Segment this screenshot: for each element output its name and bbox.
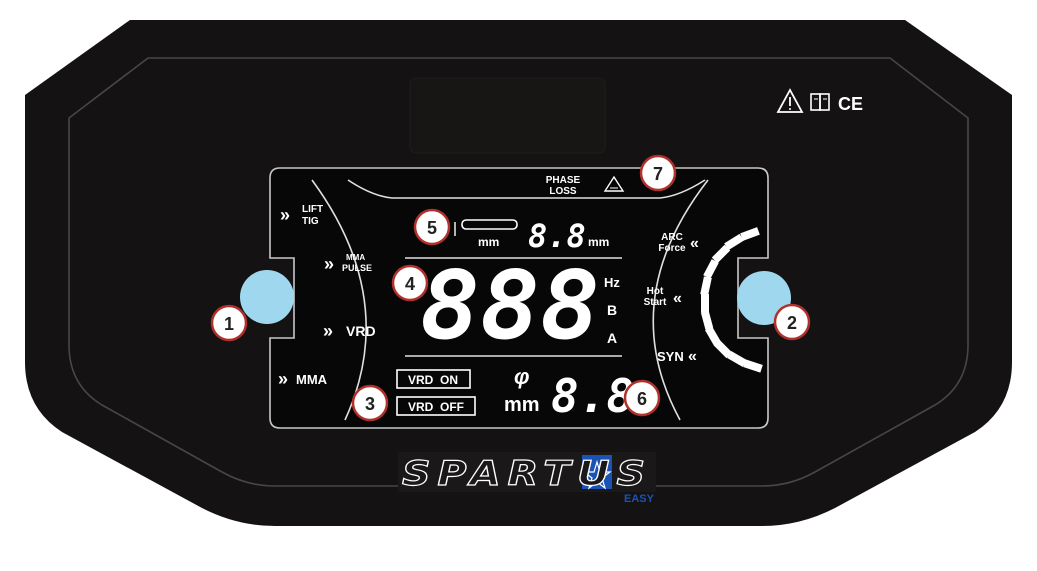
syn-label: SYN [657,349,684,364]
mode-vrd-arrow: » [323,321,333,341]
svg-text:3: 3 [365,394,375,414]
svg-text:6: 6 [637,389,647,409]
svg-text:4: 4 [405,274,415,294]
mode-lift-tig-arrow: » [280,205,290,225]
phase-loss-label-1: PHASE [546,175,581,186]
callout-badge-6: 6 [623,379,661,417]
level-segment-bar [700,227,763,373]
electrode-unit-left: mm [478,235,499,249]
mode-mma-pulse-label-2: PULSE [342,263,372,273]
lcd-left-arc [311,179,367,421]
panel-bevel [68,57,969,487]
manual-book-icon [810,93,830,111]
vrd-on-label: VRD ON [408,373,458,387]
vrd-off-label: VRD OFF [408,400,464,414]
callout-badge-4: 4 [391,264,429,302]
ce-mark-icon: CE [838,94,863,114]
unit-a-label: A [607,330,617,346]
vrd-on-box [396,369,471,389]
callout-badge-2: 2 [773,303,811,341]
unit-b-label: B [607,302,617,318]
svg-text:SPARTUS: SPARTUS [402,454,652,494]
lcd-screen [269,167,769,429]
svg-text:7: 7 [653,164,663,184]
arc-force-label-1: ARC [661,232,683,243]
svg-text:5: 5 [427,218,437,238]
arc-force-label-2: Force [658,243,686,254]
electrode-value-display: 8.8 [528,217,586,255]
mode-lift-tig-label-2: TIG [302,216,319,227]
warning-icon [776,88,804,113]
mode-mma-pulse-arrow: » [324,254,334,274]
embossed-area [409,77,606,154]
callout-badge-7: 7 [639,154,677,192]
callout-badge-5: 5 [413,208,451,246]
svg-text:1: 1 [224,314,234,334]
mode-mma-arrow: » [278,369,288,389]
svg-text:2: 2 [787,313,797,333]
mode-mma-label: MMA [296,372,328,387]
left-knob-button[interactable] [240,270,294,324]
diameter-value-display: 8.8 [551,369,634,423]
svg-text:EASY: EASY [624,493,655,505]
mode-vrd-label: VRD [346,323,376,339]
syn-arrow: « [688,348,697,365]
hot-start-label-1: Hot [647,286,664,297]
mode-mma-pulse-label-1: MMA [346,253,365,262]
phase-loss-label-2: LOSS [549,186,577,197]
callout-badge-1: 1 [210,304,248,342]
vrd-off-box [396,396,476,416]
callout-badge-3: 3 [351,384,389,422]
phase-loss-warning-icon [603,175,625,192]
electrode-unit-right: mm [588,235,609,249]
hot-start-arrow: « [673,290,682,307]
diameter-symbol: φ [514,364,529,389]
hot-start-label-2: Start [644,297,667,308]
unit-hz-label: Hz [604,275,620,290]
lcd-top-curve [347,179,706,199]
brand-logo: SPARTUS EASY [398,452,656,505]
lcd-right-arc [652,179,709,421]
main-value-display: 888 [420,252,600,361]
electrode-size-icon [454,219,518,236]
arc-force-arrow: « [690,235,699,252]
diameter-unit-label: mm [504,394,540,416]
mode-lift-tig-label-1: LIFT [302,204,323,215]
